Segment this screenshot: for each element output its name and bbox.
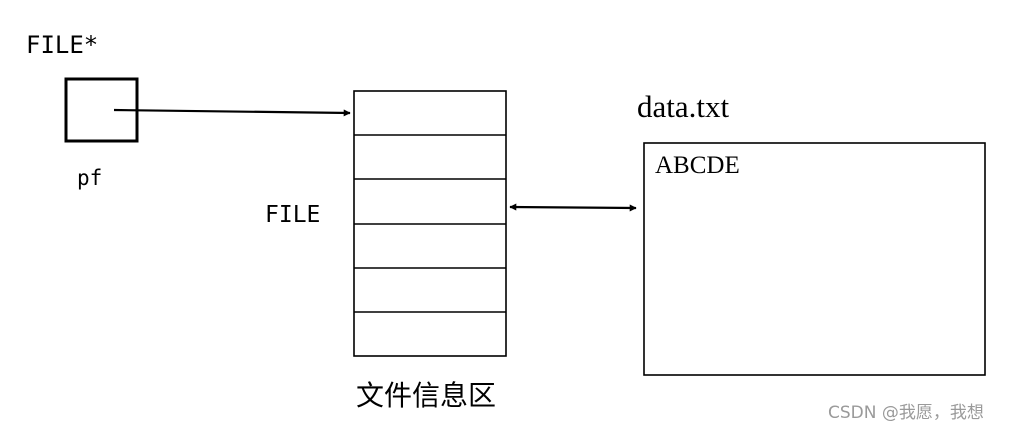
bidirectional-arrow bbox=[509, 203, 637, 212]
data-file-content: ABCDE bbox=[655, 152, 740, 179]
file-struct-table bbox=[353, 90, 507, 357]
watermark: CSDN @我愿，我想 bbox=[828, 403, 984, 423]
file-struct-label: FILE bbox=[265, 202, 321, 228]
data-file-name: data.txt bbox=[637, 89, 730, 124]
file-info-area-caption: 文件信息区 bbox=[356, 379, 497, 412]
pointer-arrow bbox=[113, 108, 351, 117]
pointer-type-label: FILE* bbox=[26, 31, 99, 59]
data-file-box bbox=[643, 142, 986, 376]
pointer-var-label: pf bbox=[77, 166, 103, 190]
